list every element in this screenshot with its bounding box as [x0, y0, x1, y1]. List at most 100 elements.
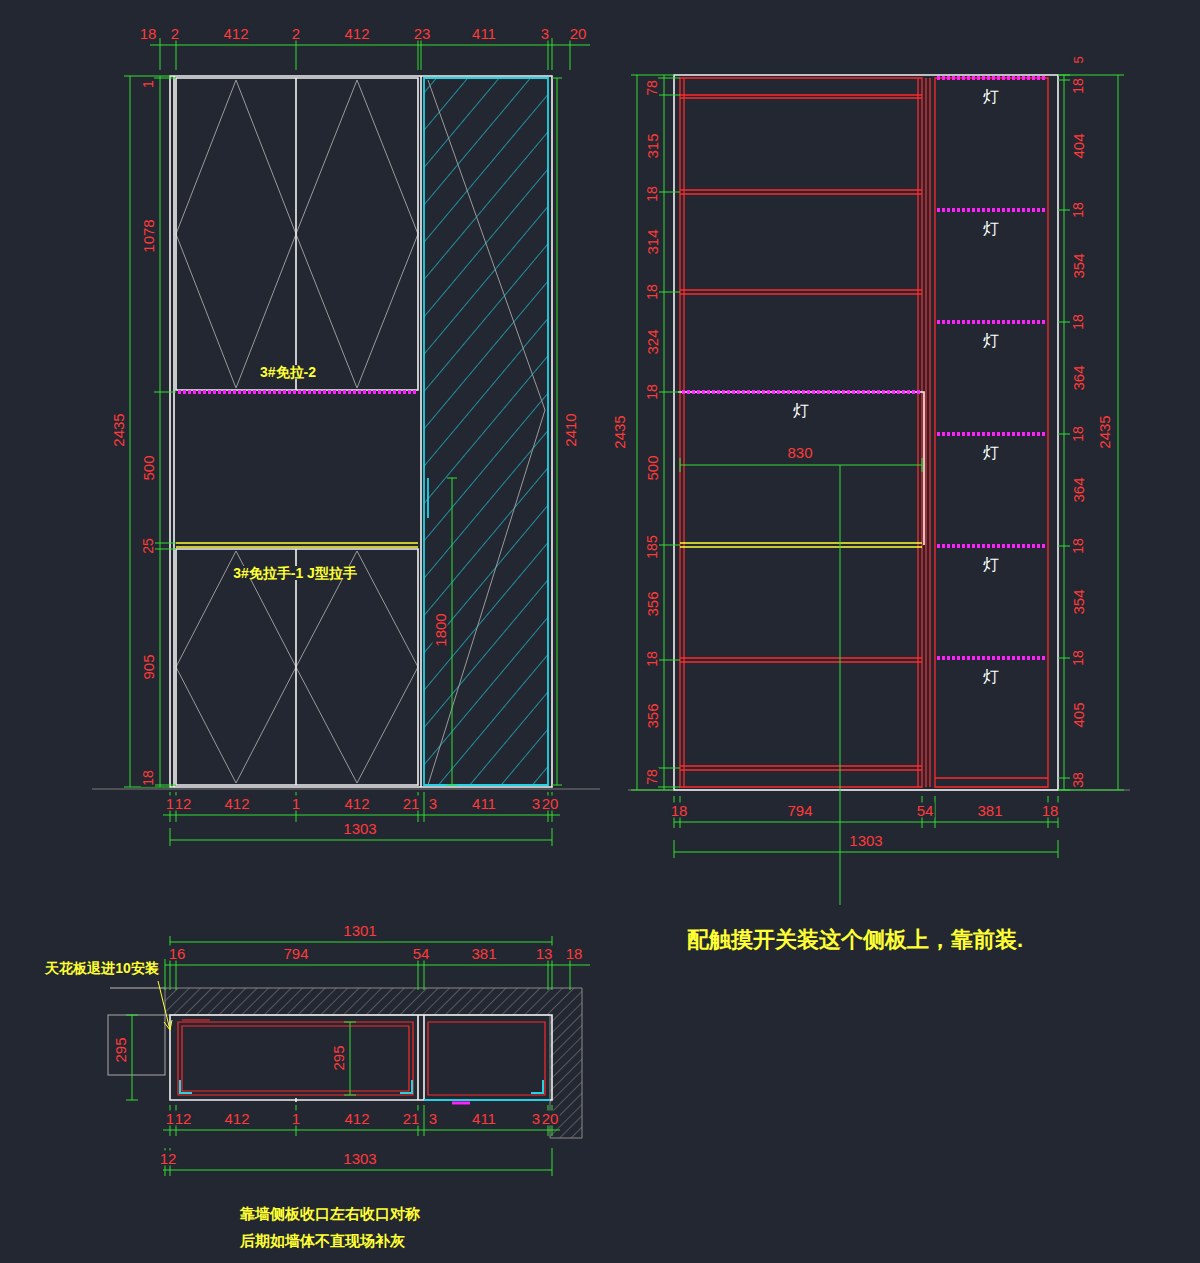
dimension-lines	[126, 936, 590, 1176]
light-compartment: 灯	[936, 324, 1046, 432]
dimension-text: 324	[645, 328, 660, 355]
dimension-text: 21	[402, 1111, 421, 1126]
note-text: 配触摸开关装这个侧板上，靠前装.	[686, 929, 1024, 951]
carcass-lines	[178, 1020, 545, 1095]
dimension-text: 3	[540, 26, 550, 41]
hinge-symbol	[180, 1080, 550, 1100]
dimension-text: 12	[159, 1151, 178, 1166]
dimension-text: 412	[343, 26, 370, 41]
dimension-text: 1303	[342, 1151, 377, 1166]
note-text: 天花板退进10安装	[44, 961, 160, 975]
dimension-text: 18	[1071, 537, 1085, 555]
dimension-text: 412	[223, 796, 250, 811]
dimension-text: 500	[645, 454, 660, 481]
dimension-text: 381	[470, 946, 497, 961]
hinge-mark	[452, 1102, 470, 1105]
dimension-text: 1301	[342, 923, 377, 938]
cabinet-frame	[170, 76, 552, 787]
dimension-text: 18	[1071, 77, 1085, 95]
dimension-text: 2435	[612, 414, 627, 449]
dimension-text: 16	[168, 946, 187, 961]
wall-section	[110, 988, 582, 1138]
cabinet-frame	[674, 75, 1058, 790]
dimension-text: 38	[1071, 771, 1085, 789]
dimension-text: 18	[565, 946, 584, 961]
handle-line	[176, 543, 418, 547]
light-compartment: 灯	[936, 436, 1046, 544]
door-diamonds	[176, 80, 418, 783]
dimension-text: 1303	[342, 821, 377, 836]
dimension-text: 78	[645, 768, 659, 786]
light-label: 灯	[981, 444, 1001, 462]
note-text: 3#免拉-2	[259, 365, 317, 379]
handle-line	[680, 543, 922, 547]
light-compartment: 灯	[936, 660, 1046, 766]
cabinet-plan	[170, 1015, 552, 1102]
carcass-lines	[680, 78, 1048, 787]
dimension-text: 3	[531, 1111, 541, 1126]
dimension-text: 185	[645, 534, 659, 559]
dimension-text: 3	[428, 1111, 438, 1126]
glass-hatch	[424, 78, 548, 785]
note-text: 靠墙侧板收口左右收口对称	[239, 1206, 421, 1221]
dimension-text: 1078	[141, 218, 156, 253]
dimension-text: 2435	[1097, 414, 1112, 449]
led-strip	[682, 78, 1046, 658]
dimension-text: 1800	[433, 612, 448, 647]
dimension-text: 78	[645, 79, 659, 97]
dimension-text: 18	[670, 803, 689, 818]
dimension-text: 3	[428, 796, 438, 811]
dimension-text: 1	[141, 79, 155, 89]
dimension-text: 381	[976, 803, 1003, 818]
dimension-text: 12	[174, 796, 193, 811]
dimension-text: 315	[645, 132, 660, 159]
dimension-text: 405	[1071, 701, 1086, 728]
wall-stub	[108, 1015, 165, 1075]
dimension-text: 1	[291, 1111, 301, 1126]
dimension-text: 20	[541, 796, 560, 811]
dimension-text: 295	[331, 1044, 346, 1071]
light-label: 灯	[981, 220, 1001, 238]
dimension-text: 404	[1071, 132, 1086, 159]
dimension-text: 18	[645, 650, 659, 668]
dimension-text: 18	[139, 26, 158, 41]
dimension-text: 412	[343, 796, 370, 811]
dimension-text: 12	[174, 1111, 193, 1126]
dimension-text: 18	[645, 383, 659, 401]
dimension-text: 364	[1071, 476, 1086, 503]
dimension-text: 412	[222, 26, 249, 41]
note-text: 后期如墙体不直现场补灰	[239, 1233, 406, 1248]
dimension-lines	[124, 38, 590, 846]
light-compartment: 灯	[936, 548, 1046, 656]
dimension-text: 1303	[848, 833, 883, 848]
dimension-text: 830	[786, 445, 813, 460]
light-compartment: 灯	[936, 80, 1046, 208]
dimension-text: 2	[291, 26, 301, 41]
dimension-text: 3	[531, 796, 541, 811]
dimension-text: 356	[645, 590, 660, 617]
dimension-text: 21	[402, 796, 421, 811]
glass-door	[424, 78, 548, 785]
dimension-text: 1	[291, 796, 301, 811]
dimension-text: 295	[113, 1036, 128, 1063]
dimension-text: 412	[223, 1111, 250, 1126]
dimension-text: 18	[1071, 649, 1085, 667]
dimension-text: 794	[786, 803, 813, 818]
dimension-text: 794	[282, 946, 309, 961]
dimension-text: 364	[1071, 364, 1086, 391]
dimension-text: 2435	[111, 412, 126, 447]
dimension-text: 23	[413, 26, 432, 41]
light-label: 灯	[981, 668, 1001, 686]
dimension-text: 411	[471, 796, 497, 811]
light-label: 灯	[981, 88, 1001, 106]
dimension-text: 54	[916, 803, 935, 818]
dimension-text: 20	[541, 1111, 560, 1126]
dimension-text: 54	[412, 946, 431, 961]
dimension-text: 18	[1041, 803, 1060, 818]
dimension-text: 905	[141, 653, 156, 680]
dimension-text: 25	[141, 537, 155, 555]
dimension-text: 354	[1071, 252, 1086, 279]
note-text: 3#免拉手-1 J型拉手	[232, 566, 358, 580]
